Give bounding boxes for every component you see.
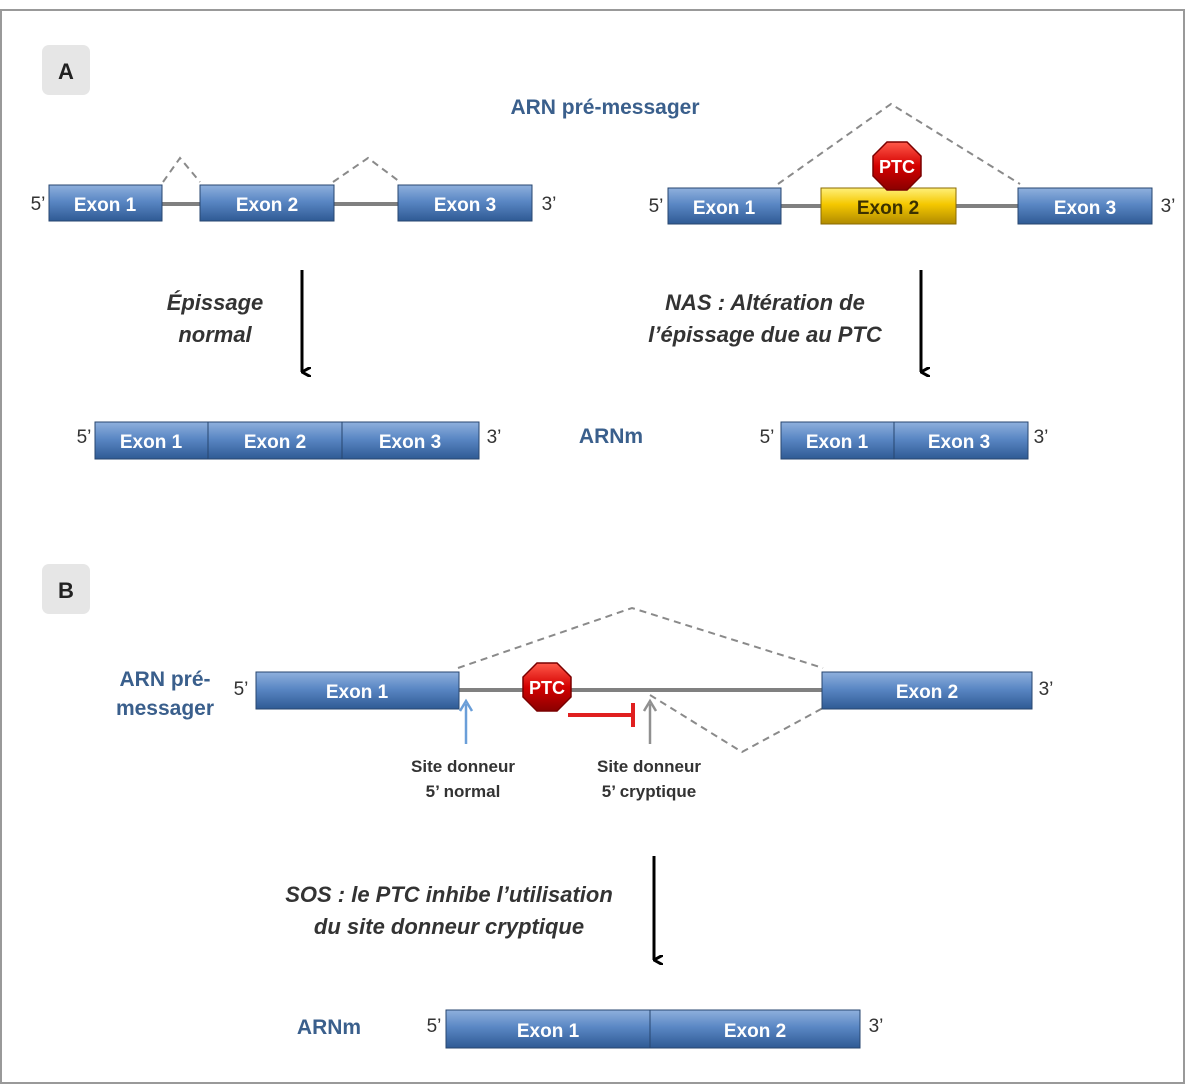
normal-splicing-caption: Épissage — [167, 290, 264, 315]
ptc-stop-sign — [872, 141, 922, 191]
exon-label: Exon 1 — [517, 1021, 580, 1042]
normal-site-label: Site donneur — [411, 757, 515, 776]
sos-mrna: 5’ Exon 1 Exon 2 3’ — [427, 1009, 884, 1049]
exon-box — [821, 671, 1033, 710]
nas-caption: l’épissage due au PTC — [648, 322, 883, 347]
exon-label: Exon 1 — [74, 195, 137, 216]
exon-box — [1017, 187, 1153, 225]
mrna-label: ARNm — [579, 425, 643, 448]
exon-label: Exon 1 — [693, 198, 756, 219]
exon-skipping-junction — [777, 102, 1021, 185]
figure-border — [0, 9, 1185, 1084]
nas-caption: NAS : Altération de — [665, 290, 865, 315]
sos-caption: du site donneur cryptique — [314, 914, 584, 939]
exon-label: Exon 1 — [326, 682, 389, 703]
exon-box — [94, 421, 209, 460]
ptc-label: PTC — [879, 157, 915, 177]
normal-site-arrowhead — [458, 698, 474, 712]
five-prime-end: 5’ — [760, 427, 775, 448]
exon-box — [780, 421, 895, 460]
five-prime-end: 5’ — [427, 1016, 442, 1037]
cryptic-site-arrowhead — [642, 698, 658, 712]
exon-label: Exon 2 — [244, 432, 306, 453]
nas-mrna: 5’ Exon 1 Exon 3 3’ — [760, 421, 1049, 460]
cryptic-site-label: Site donneur — [597, 757, 701, 776]
mutant-exon-box — [820, 187, 957, 225]
pre-mrna-label: ARN pré-messager — [510, 96, 699, 119]
normal-site-label: 5’ normal — [426, 782, 501, 801]
panel-b-badge — [42, 564, 90, 614]
five-prime-end: 5’ — [649, 196, 664, 217]
panel-a-letter: A — [58, 59, 74, 84]
exon-box — [255, 671, 460, 710]
exon-box — [893, 421, 1029, 460]
exon-label: Exon 1 — [120, 432, 183, 453]
three-prime-end: 3’ — [542, 194, 557, 215]
three-prime-end: 3’ — [1034, 427, 1049, 448]
nas-pre-mrna: 5’ Exon 1 Exon 2 Exon 3 3’ PTC — [649, 102, 1176, 225]
sos-pre-mrna: 5’ Exon 1 Exon 2 3’ PTC — [234, 606, 1054, 754]
exon-box — [48, 184, 163, 222]
sos-caption: SOS : le PTC inhibe l’utilisation — [285, 882, 613, 907]
exon-label: Exon 2 — [896, 682, 958, 703]
normal-pre-mrna: 5’ Exon 1 Exon 2 Exon 3 3’ — [31, 156, 557, 222]
three-prime-end: 3’ — [1039, 679, 1054, 700]
normal-splicing-caption: normal — [178, 322, 252, 347]
panel-b-letter: B — [58, 578, 74, 603]
exon-box — [649, 1009, 861, 1049]
cryptic-splice-junction — [649, 694, 824, 754]
pre-mrna-label: messager — [116, 697, 214, 720]
exon-label: Exon 2 — [857, 198, 919, 219]
normal-splice-junction — [457, 606, 824, 669]
five-prime-end: 5’ — [234, 679, 249, 700]
splice-junction — [162, 156, 201, 183]
exon-label: Exon 2 — [724, 1021, 786, 1042]
splice-junction — [332, 156, 401, 183]
mrna-label: ARNm — [297, 1016, 361, 1039]
three-prime-end: 3’ — [487, 427, 502, 448]
exon-box — [199, 184, 335, 222]
panel-a-badge — [42, 45, 90, 95]
three-prime-end: 3’ — [1161, 196, 1176, 217]
pre-mrna-label: ARN pré- — [119, 668, 210, 691]
ptc-label: PTC — [529, 678, 565, 698]
exon-box — [341, 421, 480, 460]
three-prime-end: 3’ — [869, 1016, 884, 1037]
exon-box — [397, 184, 533, 222]
exon-label: Exon 1 — [806, 432, 869, 453]
exon-label: Exon 3 — [379, 432, 441, 453]
exon-label: Exon 2 — [236, 195, 298, 216]
normal-mrna: 5’ Exon 1 Exon 2 Exon 3 3’ — [77, 421, 502, 460]
five-prime-end: 5’ — [77, 427, 92, 448]
exon-label: Exon 3 — [928, 432, 990, 453]
exon-label: Exon 3 — [1054, 198, 1116, 219]
exon-box — [667, 187, 782, 225]
cryptic-site-label: 5’ cryptique — [602, 782, 696, 801]
exon-box — [207, 421, 343, 460]
exon-label: Exon 3 — [434, 195, 496, 216]
five-prime-end: 5’ — [31, 194, 46, 215]
ptc-stop-sign — [522, 662, 572, 712]
